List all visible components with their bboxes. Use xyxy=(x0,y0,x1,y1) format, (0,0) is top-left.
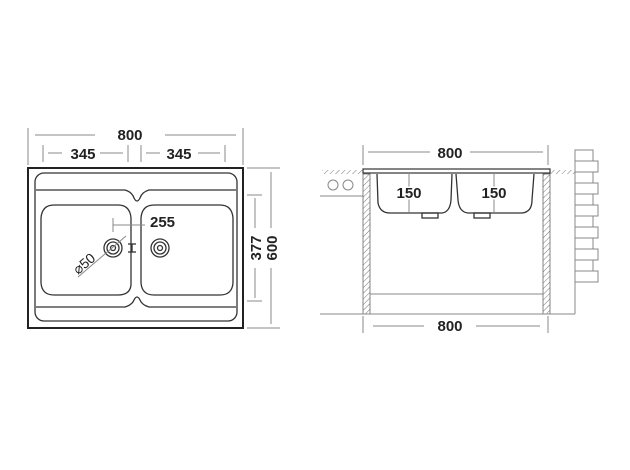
countertop-left xyxy=(322,170,363,174)
left-bowl-width-label: 345 xyxy=(70,146,95,163)
sink-top-flange xyxy=(362,168,551,174)
left-drain-outlet xyxy=(421,212,439,219)
width-dimension-800: 800 xyxy=(27,127,244,165)
left-drain-icon xyxy=(103,238,123,258)
bowl-depth-label: 377 xyxy=(248,235,265,260)
burner-icon xyxy=(327,179,339,191)
cabinet-wall-right xyxy=(542,173,551,315)
rim-lower xyxy=(36,296,236,308)
burner-icon xyxy=(342,179,354,191)
rim-upper xyxy=(36,189,236,202)
side-top-width-label: 800 xyxy=(437,145,462,162)
sink-outline xyxy=(27,167,244,329)
right-drain-outlet xyxy=(473,212,491,219)
top-view: 800 345 345 255 xyxy=(27,127,281,329)
countertop-right xyxy=(548,170,575,174)
sink-flange xyxy=(34,172,238,322)
sink-bowls-section xyxy=(376,173,535,214)
right-bowl-depth-label: 150 xyxy=(481,185,506,202)
side-view: 800 150 150 800 xyxy=(320,145,599,335)
depth-dimensions: 377 600 xyxy=(247,167,281,329)
right-bowl xyxy=(140,204,234,296)
bowl-width-dimensions: 345 345 xyxy=(42,145,226,163)
brick-wall xyxy=(574,149,599,314)
left-bowl xyxy=(40,204,132,296)
overflow-icon xyxy=(128,243,136,253)
right-drain-icon xyxy=(150,238,170,258)
overall-depth-label: 600 xyxy=(264,235,281,260)
left-bowl-depth-label: 150 xyxy=(396,185,421,202)
drain-diameter-label: ⌀50 xyxy=(70,249,99,277)
cabinet-width-label: 800 xyxy=(437,318,462,335)
right-bowl-width-label: 345 xyxy=(166,146,191,163)
cabinet-wall-left xyxy=(362,173,371,315)
overall-width-label: 800 xyxy=(117,127,142,144)
drain-spacing-label: 255 xyxy=(150,214,175,231)
